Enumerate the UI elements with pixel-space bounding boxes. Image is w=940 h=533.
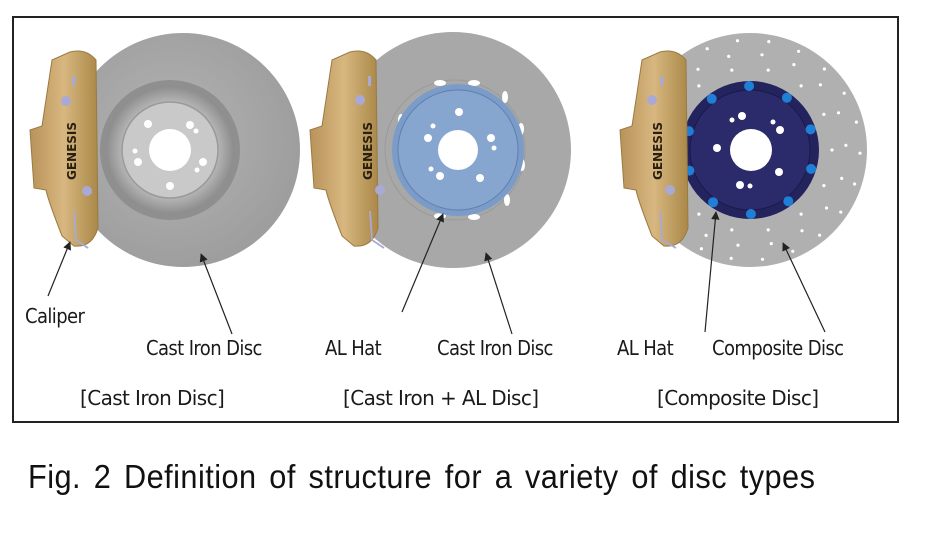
panel-cast-iron-al: GENESIS bbox=[309, 32, 571, 335]
perforation-dot bbox=[792, 63, 796, 67]
perforation-dot bbox=[767, 40, 771, 44]
disc-perforations bbox=[696, 39, 862, 261]
perforation-dot bbox=[822, 184, 826, 188]
label-al-hat: AL Hat bbox=[325, 336, 382, 360]
perforation-dot bbox=[822, 67, 827, 71]
perforation-dot bbox=[769, 242, 773, 246]
perforation-dot bbox=[791, 249, 795, 253]
perforation-dot bbox=[696, 67, 700, 71]
arrow-disc bbox=[199, 253, 233, 335]
hat-bolt bbox=[783, 196, 794, 207]
panel-title-cast-iron-al: [Cast Iron + AL Disc] bbox=[343, 386, 539, 410]
perforation-dot bbox=[799, 84, 803, 88]
hat-bolt bbox=[806, 163, 817, 174]
caliper-brand: GENESIS bbox=[651, 122, 665, 180]
perforation-dot bbox=[704, 233, 708, 237]
perforation-dot bbox=[830, 148, 834, 152]
figure-caption: Fig. 2 Definition of structure for a var… bbox=[28, 458, 816, 495]
al-hat bbox=[392, 84, 524, 216]
hat-bolt bbox=[781, 92, 792, 103]
al-hat bbox=[681, 81, 819, 219]
perforation-dot bbox=[840, 176, 844, 180]
hat-bolt bbox=[706, 93, 717, 104]
arrow-hat bbox=[401, 213, 444, 313]
caliper-brand: GENESIS bbox=[361, 122, 375, 180]
label-composite-disc: Composite Disc bbox=[712, 336, 844, 360]
perforation-dot bbox=[800, 229, 804, 233]
perforation-dot bbox=[799, 212, 803, 216]
hat-cast-iron bbox=[100, 80, 240, 220]
perforation-dot bbox=[735, 39, 740, 43]
perforation-dot bbox=[818, 233, 822, 237]
arrow-caliper bbox=[47, 241, 72, 297]
perforation-dot bbox=[760, 257, 765, 261]
perforation-dot bbox=[699, 247, 704, 251]
perforation-dot bbox=[844, 143, 848, 147]
panel-composite: GENESIS bbox=[619, 33, 867, 333]
hat-bolt bbox=[805, 124, 816, 135]
caliper-brand: GENESIS bbox=[65, 122, 79, 180]
hat-bolt bbox=[708, 197, 719, 208]
figure-frame bbox=[12, 16, 899, 423]
perforation-dot bbox=[858, 151, 862, 155]
perforation-dot bbox=[797, 49, 801, 53]
panel-cast-iron: GENESIS bbox=[29, 33, 300, 335]
label-al-hat: AL Hat bbox=[617, 336, 674, 360]
perforation-dot bbox=[854, 120, 859, 124]
label-cast-iron-disc: Cast Iron Disc bbox=[437, 336, 553, 360]
perforation-dot bbox=[730, 68, 734, 72]
caliper-icon: GENESIS bbox=[29, 50, 99, 249]
perforation-dot bbox=[836, 111, 841, 115]
arrow-disc bbox=[484, 252, 513, 335]
perforation-dot bbox=[697, 84, 701, 88]
perforation-dot bbox=[853, 182, 857, 186]
perforation-dot bbox=[729, 256, 733, 260]
perforation-dot bbox=[727, 54, 731, 59]
perforation-dot bbox=[697, 212, 701, 216]
perforation-dot bbox=[736, 243, 740, 247]
perforation-dot bbox=[730, 228, 734, 232]
hat-bolt bbox=[745, 209, 756, 219]
caliper-icon: GENESIS bbox=[619, 50, 689, 249]
arrow-hat bbox=[704, 211, 720, 333]
panel-title-cast-iron: [Cast Iron Disc] bbox=[80, 386, 225, 410]
perforation-dot bbox=[760, 53, 764, 57]
perforation-dot bbox=[766, 228, 770, 232]
perforation-dot bbox=[839, 210, 843, 214]
perforation-dot bbox=[818, 83, 823, 87]
perforation-dot bbox=[822, 112, 826, 116]
arrow-disc bbox=[782, 242, 826, 333]
caliper-icon: GENESIS bbox=[309, 50, 385, 249]
perforation-dot bbox=[705, 47, 709, 51]
perforation-dot bbox=[766, 68, 770, 72]
perforation-dot bbox=[842, 91, 846, 95]
perforation-dot bbox=[824, 206, 829, 210]
label-cast-iron-disc: Cast Iron Disc bbox=[146, 336, 262, 360]
panel-title-composite: [Composite Disc] bbox=[657, 386, 819, 410]
hat-bolt bbox=[744, 81, 755, 91]
label-caliper: Caliper bbox=[25, 304, 85, 328]
